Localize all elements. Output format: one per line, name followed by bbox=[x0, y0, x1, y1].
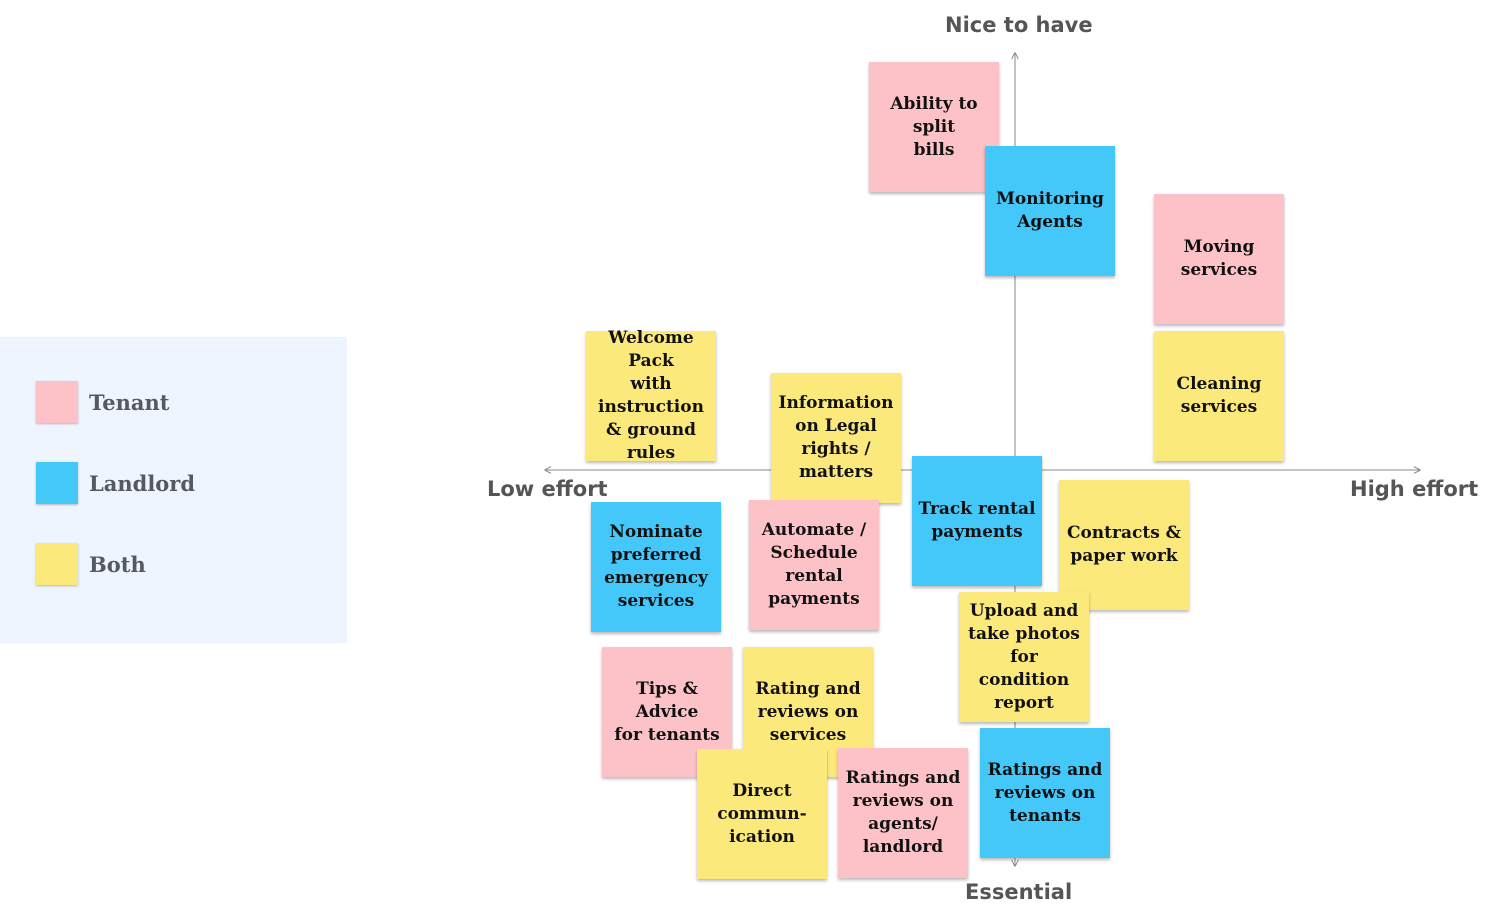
sticky-note-text: Rating and reviews on services bbox=[755, 678, 861, 745]
sticky-note-text: Contracts & paper work bbox=[1066, 523, 1182, 566]
legend-item-landlord: Landlord bbox=[36, 461, 195, 505]
legend-swatch-tenant bbox=[36, 381, 78, 423]
sticky-note-track-rental-payments[interactable]: Track rental payments bbox=[912, 456, 1042, 586]
sticky-note-condition-report[interactable]: Upload and take photos for condition rep… bbox=[959, 592, 1089, 722]
sticky-note-moving-services[interactable]: Moving services bbox=[1154, 194, 1284, 324]
sticky-note-ratings-tenants[interactable]: Ratings and reviews on tenants bbox=[980, 728, 1110, 858]
sticky-note-text: Ability to split bills bbox=[890, 93, 978, 160]
sticky-note-welcome-pack[interactable]: Welcome Pack with instruction & ground r… bbox=[586, 328, 716, 463]
legend-swatch-landlord bbox=[36, 462, 78, 504]
sticky-note-monitoring-agents[interactable]: Monitoring Agents bbox=[985, 146, 1115, 276]
axis-label-right: High effort bbox=[1350, 477, 1479, 501]
sticky-note-text: Upload and take photos for condition rep… bbox=[968, 600, 1080, 713]
sticky-note-text: Nominate preferred emergency services bbox=[604, 522, 708, 611]
sticky-note-text: Tips & Advice for tenants bbox=[614, 678, 720, 745]
sticky-note-text: Cleaning services bbox=[1176, 374, 1262, 417]
sticky-note-text: Direct commun- ication bbox=[717, 780, 807, 847]
sticky-note-text: Moving services bbox=[1180, 237, 1258, 280]
sticky-note-text: Information on Legal rights / matters bbox=[778, 393, 894, 482]
sticky-note-cleaning-services[interactable]: Cleaning services bbox=[1154, 331, 1284, 461]
sticky-note-legal-rights[interactable]: Information on Legal rights / matters bbox=[771, 373, 901, 503]
sticky-note-direct-communication[interactable]: Direct commun- ication bbox=[697, 749, 827, 879]
sticky-note-text: Track rental payments bbox=[918, 499, 1036, 542]
sticky-note-split-bills[interactable]: Ability to split bills bbox=[869, 62, 999, 192]
sticky-note-text: Welcome Pack with instruction & ground r… bbox=[598, 328, 704, 463]
legend-label-tenant: Tenant bbox=[89, 389, 170, 415]
legend-panel: Tenant Landlord Both bbox=[0, 337, 347, 643]
sticky-note-automate-payments[interactable]: Automate / Schedule rental payments bbox=[749, 500, 879, 630]
sticky-note-ratings-agents[interactable]: Ratings and reviews on agents/ landlord bbox=[838, 748, 968, 878]
sticky-note-text: Ratings and reviews on tenants bbox=[987, 759, 1103, 826]
sticky-note-contracts-paperwork[interactable]: Contracts & paper work bbox=[1059, 480, 1189, 610]
sticky-note-emergency-services[interactable]: Nominate preferred emergency services bbox=[591, 502, 721, 632]
legend-swatch-both bbox=[36, 543, 78, 585]
axis-label-left: Low effort bbox=[487, 477, 608, 501]
axis-label-top: Nice to have bbox=[945, 13, 1093, 37]
legend-item-both: Both bbox=[36, 542, 146, 586]
sticky-note-text: Monitoring Agents bbox=[996, 189, 1104, 232]
sticky-note-text: Automate / Schedule rental payments bbox=[761, 520, 867, 609]
sticky-note-text: Ratings and reviews on agents/ landlord bbox=[845, 768, 961, 857]
axis-label-bottom: Essential bbox=[965, 880, 1073, 904]
legend-item-tenant: Tenant bbox=[36, 380, 169, 424]
legend-label-landlord: Landlord bbox=[89, 470, 196, 496]
legend-label-both: Both bbox=[89, 551, 146, 577]
